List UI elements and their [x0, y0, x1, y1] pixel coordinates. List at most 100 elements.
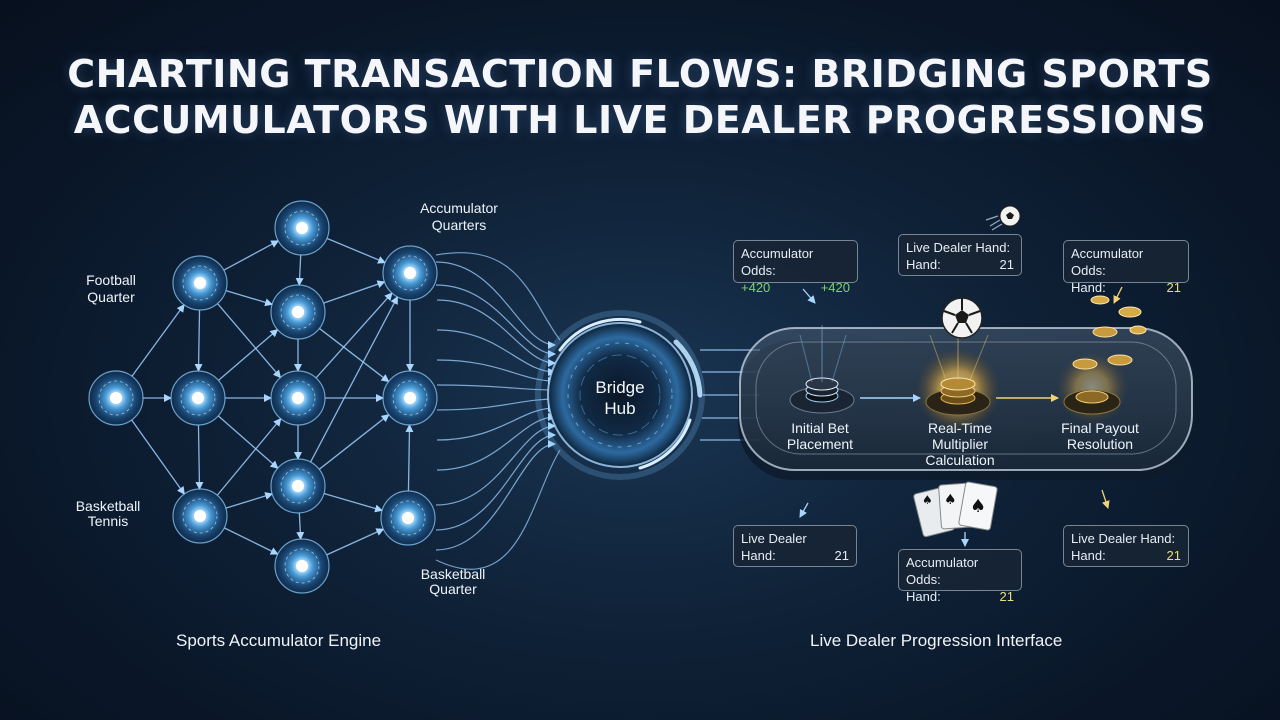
station-realtime-multiplier: [916, 330, 1000, 432]
card-label: Live Dealer Hand:: [906, 240, 1011, 255]
hub-flow-curve: [435, 284, 556, 358]
network-link: [296, 512, 305, 541]
bridge-hub: Bridge Hub: [535, 310, 705, 480]
hub-flow-curve: [436, 299, 556, 367]
card-live-dealer-hand-bottom-right: Live Dealer Hand: Hand: 21: [1063, 525, 1189, 567]
hub-flow-curve: [435, 261, 556, 349]
network-link: [225, 290, 274, 307]
hub-flow-curve: [436, 329, 556, 376]
label-basketball-quarter-2: Quarter: [429, 581, 477, 597]
network-link: [223, 240, 280, 271]
network-link: [195, 424, 204, 491]
svg-text:♠: ♠: [970, 496, 986, 517]
network-link: [405, 423, 414, 492]
network-node: [88, 370, 144, 426]
label-football-2: Quarter: [87, 289, 135, 305]
network-link: [326, 528, 385, 556]
hub-flow-loop: [435, 252, 561, 341]
network-node: [270, 284, 326, 340]
station-initial-label-2: Placement: [787, 436, 853, 452]
network-link: [217, 303, 282, 379]
network-link: [323, 492, 384, 513]
network-link: [216, 418, 282, 496]
network-link: [315, 292, 393, 379]
card-value: 21: [999, 589, 1014, 604]
network-node: [380, 490, 436, 546]
station-realtime-label-2: Multiplier: [932, 436, 988, 452]
card-label: Accumulator Odds:: [1071, 246, 1144, 278]
label-basketball-quarter-1: Basketball: [421, 566, 486, 582]
svg-text:♠: ♠: [944, 492, 957, 508]
station-initial-bet: [789, 325, 855, 414]
network-link: [323, 280, 386, 304]
network-nodes: [88, 200, 438, 594]
hub-label-1: Bridge: [595, 378, 644, 397]
station-realtime-label-3: Calculation: [925, 452, 994, 468]
card-label: Live Dealer: [741, 531, 807, 546]
label-basketball-tennis-1: Basketball: [76, 498, 141, 514]
network-link: [131, 303, 185, 377]
card-label: Accumulator Odds:: [741, 246, 814, 278]
label-football-1: Football: [86, 272, 136, 288]
station-realtime-label-1: Real-Time: [928, 420, 992, 436]
network-node: [172, 488, 228, 544]
hub-flow-curves: [435, 252, 561, 570]
network-link: [217, 415, 279, 469]
card-value: 21: [999, 257, 1014, 272]
station-initial-label-1: Initial Bet: [791, 420, 849, 436]
label-basketball-tennis-2: Tennis: [88, 513, 128, 529]
card-value: 21: [1166, 280, 1181, 295]
svg-text:♠: ♠: [922, 493, 933, 507]
station-final-label-1: Final Payout: [1061, 420, 1139, 436]
card-live-dealer-hand-top-mid: Live Dealer Hand: Hand: 21: [898, 234, 1022, 276]
network-link: [309, 296, 399, 463]
card-key: Hand:: [1071, 548, 1106, 563]
card-key: Hand:: [741, 548, 776, 563]
hub-flow-curve: [436, 395, 556, 411]
card-live-dealer-bottom-left: Live Dealer Hand: 21: [733, 525, 857, 567]
network-node: [382, 245, 438, 301]
network-link: [131, 419, 185, 495]
network-node: [274, 538, 330, 594]
card-value-1: +420: [741, 280, 771, 295]
network-link: [223, 527, 279, 555]
network-links: [131, 237, 414, 556]
caption-live-dealer: Live Dealer Progression Interface: [810, 631, 1063, 650]
network-link: [194, 309, 203, 373]
hub-flow-curve: [436, 413, 556, 471]
network-link: [218, 328, 279, 381]
card-value: 21: [1166, 548, 1181, 563]
network-node: [270, 370, 326, 426]
station-final-label-2: Resolution: [1067, 436, 1133, 452]
network-node: [270, 458, 326, 514]
network-node: [382, 370, 438, 426]
station-final-payout: [1056, 352, 1128, 424]
network-node: [170, 370, 226, 426]
network-link: [295, 254, 304, 287]
network-link: [326, 237, 387, 264]
card-key: Hand:: [906, 589, 941, 604]
page-title-line-1: CHARTING TRANSACTION FLOWS: BRIDGING SPO…: [67, 52, 1213, 96]
label-accumulator-quarters-2: Quarters: [432, 217, 486, 233]
playing-cards-icon: ♠ ♠ ♠: [913, 481, 998, 538]
hub-flow-curve: [436, 384, 556, 394]
hub-flow-curve: [436, 359, 556, 385]
network-link: [319, 327, 390, 383]
card-label: Live Dealer Hand:: [1071, 531, 1176, 546]
card-accumulator-odds-bottom-mid: Accumulator Odds: Hand: 21: [898, 549, 1022, 604]
gold-chips-floating: [1072, 295, 1147, 370]
card-key: Hand:: [1071, 280, 1106, 295]
page-title-line-2: ACCUMULATORS WITH LIVE DEALER PROGRESSIO…: [73, 98, 1207, 142]
card-value: 21: [834, 548, 849, 563]
card-label: Accumulator Odds:: [906, 555, 979, 587]
hub-flow-curve: [435, 422, 556, 506]
network-node: [274, 200, 330, 256]
card-key: Hand:: [906, 257, 941, 272]
card-value-2: +420: [820, 280, 850, 295]
network-link: [318, 414, 390, 470]
hub-label-2: Hub: [604, 399, 635, 418]
network-node: [172, 255, 228, 311]
caption-sports-engine: Sports Accumulator Engine: [176, 631, 382, 650]
soccer-ball-icon: [941, 297, 983, 339]
